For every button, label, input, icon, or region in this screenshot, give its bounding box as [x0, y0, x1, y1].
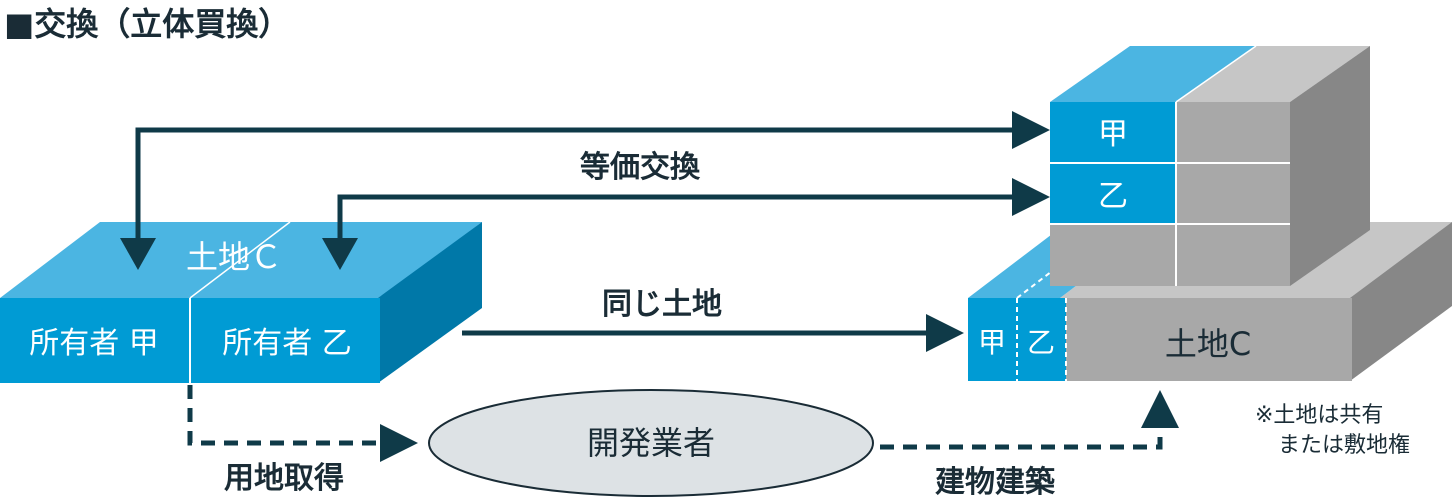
developer-ellipse — [428, 389, 874, 497]
same-land-arrowhead — [926, 314, 964, 352]
land-after-side — [1350, 222, 1452, 381]
equal-exchange-arrows: 等価交換 — [120, 111, 1050, 270]
building-top-blue — [1050, 46, 1256, 102]
arrow-exchange-b — [337, 194, 1018, 240]
land-acquisition-arrow: 用地取得 — [187, 385, 418, 496]
owner-b-label: 所有者 乙 — [222, 326, 352, 361]
arrow-exchange-a — [135, 127, 1018, 240]
developer: 開発業者 — [428, 389, 874, 497]
land-acquisition-label: 用地取得 — [224, 461, 344, 496]
top-divider — [189, 221, 291, 299]
land-block-top-label: 土地Ｃ — [186, 238, 282, 276]
note: ※土地は共有 または敷地権 — [1255, 403, 1410, 458]
note-line-1: ※土地は共有 — [1255, 403, 1383, 428]
building-construction-arrow: 建物建築 — [880, 390, 1179, 500]
building-construction-line — [880, 428, 1163, 450]
developer-label: 開発業者 — [587, 424, 715, 462]
building-unit-a: 甲 — [1098, 117, 1128, 152]
note-line-2: または敷地権 — [1278, 433, 1410, 458]
arrowhead-exchange-a-right — [1012, 111, 1050, 149]
page-title: ■交換（立体買換） — [4, 5, 291, 43]
building-front-gray — [1176, 102, 1290, 286]
land-after-label-b: 乙 — [1027, 326, 1055, 359]
land-block-side — [378, 222, 482, 383]
equal-exchange-label: 等価交換 — [580, 150, 701, 185]
arrowhead-exchange-b-right — [1012, 178, 1050, 216]
building-side — [1290, 46, 1370, 286]
owner-a-label: 所有者 甲 — [29, 326, 159, 361]
land-after-label-land: 土地C — [1165, 325, 1251, 363]
land-acquisition-arrowhead — [380, 424, 418, 462]
same-land-arrow: 同じ土地 — [462, 287, 964, 352]
arrowhead-exchange-a-down — [120, 238, 156, 270]
building-front-gray-low — [1050, 224, 1176, 286]
building-block: 甲 乙 — [1050, 45, 1370, 286]
building-unit-b: 乙 — [1098, 179, 1128, 214]
land-block-before: 土地Ｃ 所有者 甲 所有者 乙 — [0, 221, 482, 383]
building-top-col-line — [1175, 45, 1257, 103]
building-construction-label: 建物建築 — [935, 465, 1056, 500]
arrowhead-exchange-b-down — [322, 238, 358, 270]
same-land-label: 同じ土地 — [602, 287, 722, 322]
building-top-gray — [1176, 46, 1370, 102]
land-after-label-a: 甲 — [978, 326, 1006, 359]
building-construction-arrowhead — [1141, 390, 1179, 428]
land-acquisition-line — [187, 385, 380, 446]
land-after-front-gray — [1066, 298, 1352, 381]
